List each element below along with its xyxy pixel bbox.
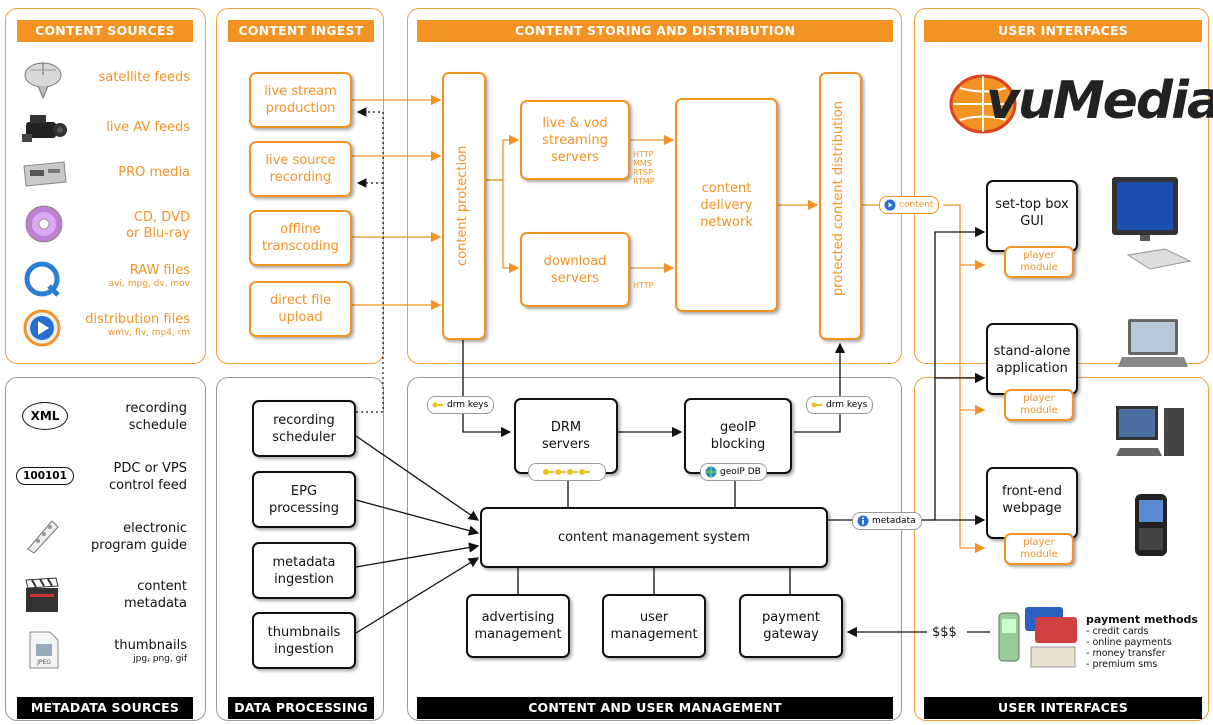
settop-gui-label: set-top box GUI [995, 197, 1069, 229]
advertising-management-box: advertising management [466, 594, 570, 658]
source-satellite-label: satellite feeds [98, 70, 191, 85]
drm-servers-box: DRM servers [514, 398, 618, 474]
metadata-sources-panel [5, 377, 206, 721]
play-icon [884, 199, 896, 211]
content-management-panel [407, 377, 902, 721]
standalone-app-label: stand-alone application [993, 344, 1071, 376]
cdn-box: content delivery network [675, 98, 778, 312]
jpeg-file-icon: JPEG [29, 631, 59, 669]
payment-methods-list: payment methods - credit cards - online … [1086, 603, 1198, 681]
source-live-av-label: live AV feeds [106, 120, 190, 135]
payment-gateway-box: payment gateway [739, 594, 843, 658]
content-ingest-header: CONTENT INGEST [228, 20, 374, 42]
quicktime-icon [24, 261, 60, 297]
user-interfaces-top-header: USER INTERFACES [924, 20, 1202, 42]
payment-methods-title: payment methods [1086, 613, 1198, 626]
drm-keys-tag-right: drm keys [806, 396, 874, 414]
vumedia-logo-text: vuMedia [986, 71, 1213, 131]
protected-distribution-box [819, 72, 862, 340]
binary-feed-icon: 100101 [16, 467, 74, 485]
money-label: $$$ [932, 625, 957, 640]
info-icon [857, 515, 869, 527]
live-source-recording-box: live source recording [249, 141, 352, 197]
payment-methods-items: - credit cards - online payments - money… [1086, 626, 1172, 670]
metadata-sources-header: METADATA SOURCES [17, 697, 193, 719]
offline-transcoding-box: offline transcoding [249, 210, 352, 266]
content-management-header: CONTENT AND USER MANAGEMENT [417, 697, 893, 719]
webpage-player-module: player module [1004, 533, 1074, 565]
video-camera-icon [22, 115, 67, 142]
data-processing-panel [216, 377, 384, 721]
frontend-webpage-box: front-end webpage [986, 467, 1078, 539]
drm-keys-bundle [528, 463, 606, 481]
protected-distribution-label: protected content distribution [831, 101, 846, 296]
content-sources-panel [5, 8, 206, 364]
metadata-tag: metadata [852, 512, 922, 530]
user-management-box: user management [602, 594, 706, 658]
download-protocol-label: HTTP [633, 281, 654, 290]
content-metadata-label: content metadata [123, 579, 187, 611]
recording-schedule-label: recording schedule [125, 401, 187, 433]
disc-icon [25, 205, 63, 243]
payment-devices-icon [998, 607, 1077, 668]
source-pro-media-label: PRO media [118, 165, 190, 180]
remote-control-icon [27, 520, 59, 554]
laptop-icon [1118, 319, 1188, 367]
xml-icon: XML [22, 402, 68, 430]
recording-scheduler-box: recording scheduler [252, 400, 356, 457]
clapperboard-icon [25, 577, 59, 612]
source-disc-label: CD, DVD or Blu-ray [126, 210, 190, 241]
live-stream-production-box: live stream production [249, 72, 352, 128]
cms-box: content management system [480, 507, 828, 568]
content-protection-label: content protection [455, 145, 470, 266]
frontend-webpage-label: front-end webpage [1001, 484, 1063, 516]
satellite-dish-icon [24, 62, 62, 100]
key-icon [432, 402, 443, 408]
vumedia-logo: vuMedia [948, 65, 1213, 140]
content-protection-box [442, 72, 486, 340]
settop-player-module: player module [1004, 246, 1074, 278]
metadata-ingestion-box: metadata ingestion [252, 542, 356, 599]
keys-icon [542, 469, 590, 475]
drm-keys-tag-left: drm keys [427, 396, 495, 414]
media-player-icon [23, 309, 61, 347]
pdc-vps-label: PDC or VPS control feed [108, 461, 187, 493]
thumbnails-ingestion-box: thumbnails ingestion [252, 612, 356, 669]
svg-text:JPEG: JPEG [36, 659, 51, 666]
user-interfaces-bottom-header: USER INTERFACES [924, 697, 1202, 719]
streaming-protocols-label: HTTP MMS RTSP RTMP [633, 150, 655, 186]
tape-deck-icon [23, 161, 67, 187]
desktop-computer-icon [1116, 406, 1184, 456]
tv-icon [1112, 177, 1192, 270]
content-storing-header: CONTENT STORING AND DISTRIBUTION [417, 20, 893, 42]
standalone-app-box: stand-alone application [986, 323, 1078, 395]
geoip-db-tag: geoIP DB [700, 463, 767, 481]
content-tag: content [879, 196, 940, 214]
content-ingest-panel [216, 8, 384, 364]
direct-file-upload-box: direct file upload [249, 281, 352, 337]
smartphone-icon [1135, 494, 1167, 556]
download-servers-box: download servers [520, 232, 630, 307]
key-icon [811, 402, 822, 408]
globe-icon [949, 74, 1017, 134]
globe-db-icon [705, 466, 717, 478]
streaming-servers-box: live & vod streaming servers [520, 100, 630, 180]
epg-processing-box: EPG processing [252, 471, 356, 528]
data-processing-header: DATA PROCESSING [228, 697, 374, 719]
content-storing-panel [407, 8, 902, 364]
settop-gui-box: set-top box GUI [986, 180, 1078, 252]
standalone-player-module: player module [1004, 389, 1074, 421]
content-sources-header: CONTENT SOURCES [17, 20, 193, 42]
epg-source-label: electronic program guide [91, 521, 187, 553]
